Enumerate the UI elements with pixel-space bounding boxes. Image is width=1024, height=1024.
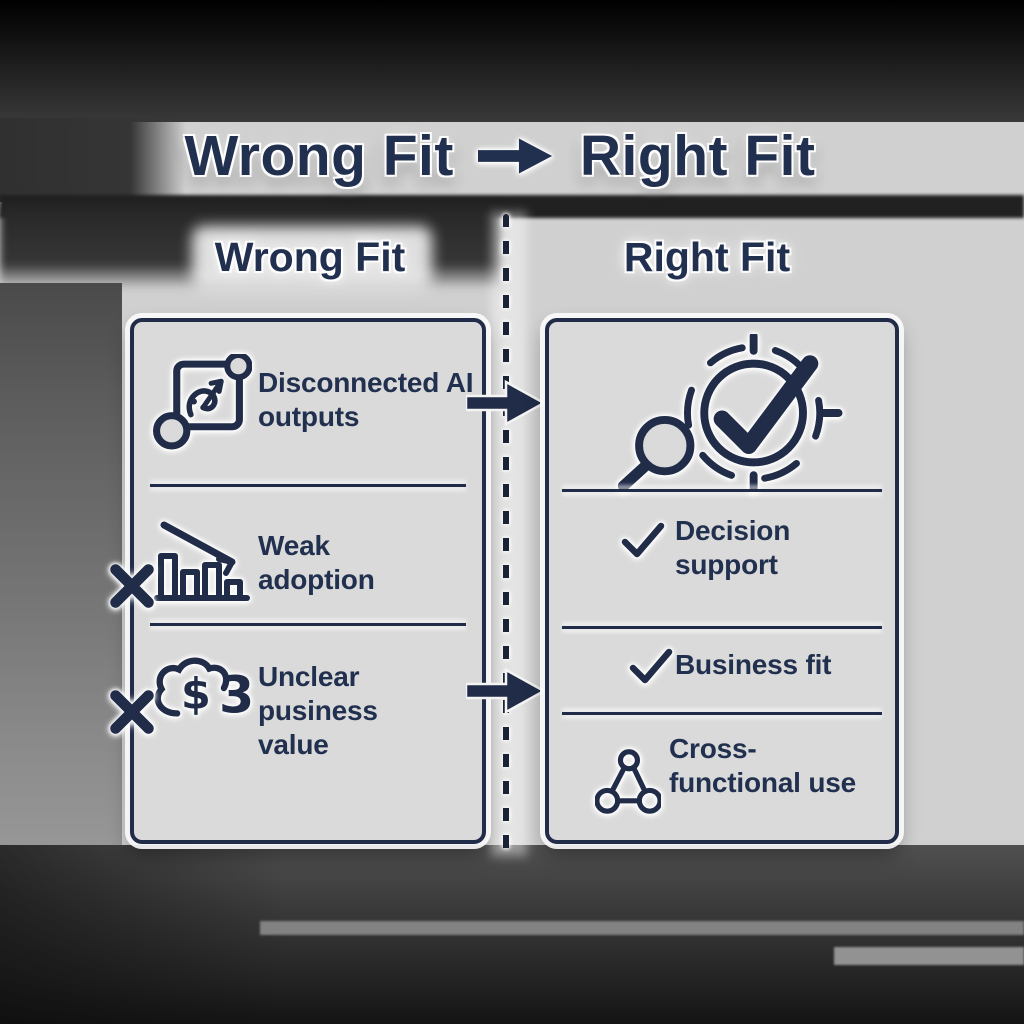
right-fit-panel: Decision support Business fit Cross-f — [545, 318, 899, 844]
panel-divider — [150, 484, 466, 487]
cloud-dollar-icon: $ 3 — [146, 650, 258, 735]
header-glow — [192, 226, 432, 290]
target-check-magnifier-icon — [599, 332, 849, 497]
x-mark-icon — [103, 557, 161, 620]
dashed-divider-line — [503, 214, 509, 856]
panel-divider — [562, 489, 882, 492]
title-right-fit: Right Fit — [579, 124, 816, 188]
three-glyph: 3 — [219, 665, 254, 724]
background-left-column — [0, 283, 122, 849]
right-item-label: Cross-functional use — [669, 733, 856, 799]
x-mark-icon — [103, 683, 161, 746]
declining-bar-chart-icon — [152, 518, 252, 613]
wrong-fit-panel: Disconnected AI outputs Weak adoption — [130, 318, 486, 844]
panel-divider — [150, 623, 466, 626]
right-arrow-icon — [477, 132, 556, 180]
flow-arrow-icon — [464, 379, 548, 432]
left-column-header: Wrong Fit — [214, 234, 406, 280]
title-wrong-fit: Wrong Fit — [184, 124, 454, 188]
disconnected-nodes-icon — [150, 351, 253, 455]
right-item-label: Business fit — [675, 649, 832, 680]
background-stripe — [834, 947, 1024, 965]
flow-arrow-icon — [464, 667, 548, 720]
right-column-header: Right Fit — [623, 234, 791, 280]
panel-divider — [562, 712, 882, 715]
network-triangle-icon — [594, 747, 663, 820]
divider-halo — [491, 212, 527, 856]
wrong-item-label: Weak adoption — [258, 530, 375, 596]
right-item-label: Decision support — [675, 515, 791, 581]
wrong-item-label: Disconnected AI outputs — [258, 367, 474, 433]
check-icon — [627, 646, 675, 691]
panel-divider — [562, 626, 882, 629]
dollar-glyph: $ — [181, 670, 211, 720]
page-title: Wrong Fit Right Fit — [0, 116, 1012, 196]
wrong-item-label: Unclear pusiness value — [258, 661, 378, 761]
background-top-dark — [0, 0, 1024, 122]
check-icon — [619, 520, 667, 565]
background-stripe — [260, 921, 1024, 935]
background-title-left-dark — [0, 118, 186, 202]
